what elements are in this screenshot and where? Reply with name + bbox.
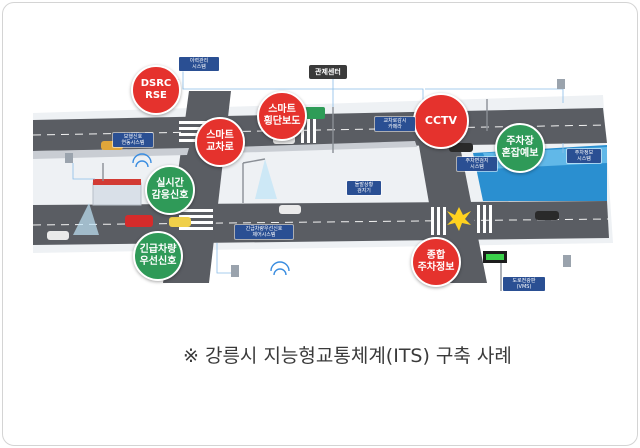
fire-station — [93, 183, 141, 205]
parking-forecast-tag: 주차장 혼잡예보 — [495, 123, 545, 173]
info-box-3: 돌발상황 검지기 — [347, 181, 381, 195]
info-box-2: 교차로감시 카메라 — [375, 117, 415, 131]
dsrc-rse-tag: DSRC RSE — [131, 65, 181, 115]
control-center-label: 관제센터 — [309, 65, 347, 79]
cctv-tag: CCTV — [413, 93, 469, 149]
smart-intersection-tag: 스마트 교차로 — [195, 117, 245, 167]
info-box-6: 주차정보 시스템 — [567, 149, 601, 163]
smart-crosswalk-tag: 스마트 횡단보도 — [257, 91, 307, 141]
emergency-signal-tag: 긴급차량 우선신호 — [133, 231, 183, 281]
lower-road — [33, 201, 609, 245]
info-box-7: 주차면검지 시스템 — [457, 157, 497, 171]
realtime-signal-tag: 실시간 감응신호 — [145, 165, 195, 215]
figure-caption: ※ 강릉시 지능형교통체계(ITS) 구축 사례 — [183, 341, 512, 368]
parking-info-tag: 종합 주차정보 — [411, 237, 461, 287]
info-box-1: 이력관리 시스템 — [179, 57, 219, 71]
info-box-5: 도로전광판 (VMS) — [503, 277, 545, 291]
info-box-4: 긴급차량우선신호 제어시스템 — [235, 225, 293, 239]
info-box-8: 보행신호 연동시스템 — [113, 133, 153, 147]
